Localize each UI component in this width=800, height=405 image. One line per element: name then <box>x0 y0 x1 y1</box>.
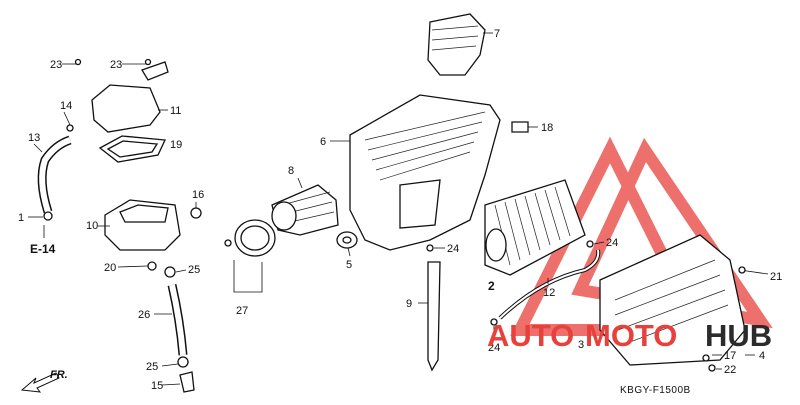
part-11-breather-cover <box>91 61 169 133</box>
callout: 10 <box>86 220 98 232</box>
callout: 15 <box>151 380 163 392</box>
callout: 24 <box>488 342 500 354</box>
part-7-cap <box>427 13 493 76</box>
callout: 7 <box>494 28 500 40</box>
watermark-text-right: HUB <box>705 318 772 353</box>
callout: 26 <box>138 309 150 321</box>
callout: 24 <box>447 243 459 255</box>
callout: 6 <box>320 136 326 148</box>
callout: 27 <box>236 305 248 317</box>
callout: 2 <box>488 279 495 293</box>
callout: 14 <box>60 100 72 112</box>
watermark-text: AUTO MOTO HUB <box>487 318 772 353</box>
callout: 17 <box>724 350 736 362</box>
callout: 20 <box>104 262 116 274</box>
callout: 12 <box>543 287 555 299</box>
callout: 8 <box>288 165 294 177</box>
callout: 21 <box>770 271 782 283</box>
front-direction-arrow: FR. <box>20 369 68 393</box>
callout: 18 <box>541 122 553 134</box>
callout: 5 <box>346 259 352 271</box>
leader-lines <box>28 63 722 386</box>
part-2-filter-element <box>484 179 586 276</box>
callout: 23 <box>50 59 62 71</box>
part-18-bolt <box>511 121 538 133</box>
part-8-connecting-tube <box>271 184 339 236</box>
callout: 9 <box>406 298 412 310</box>
reference-code: KBGY-F1500B <box>620 385 691 396</box>
part-12-tube <box>498 249 601 320</box>
callout: 11 <box>170 105 181 117</box>
direction-label: FR. <box>50 369 68 381</box>
part-26-tube <box>167 283 188 356</box>
watermark-text-mid: MOTO <box>585 318 677 353</box>
part-9-drain-tube <box>418 261 441 372</box>
part-5-grommet <box>336 231 358 249</box>
callout: 4 <box>759 350 765 362</box>
part-3-cover <box>599 234 755 366</box>
section-ref: E-14 <box>30 242 56 256</box>
callout: 23 <box>110 59 122 71</box>
callout: 16 <box>192 189 204 201</box>
callout: 1 <box>18 212 24 224</box>
part-19-gasket <box>98 135 166 163</box>
part-10-breather-housing <box>104 199 181 251</box>
part-6-air-cleaner-case <box>330 94 501 251</box>
part-27-clamp <box>233 219 276 293</box>
callout: 25 <box>146 361 158 373</box>
callout: 22 <box>724 364 736 376</box>
callout-labels: 1 2 3 4 5 6 7 8 9 10 11 12 13 14 15 16 1… <box>18 28 782 392</box>
callout: 19 <box>170 139 182 151</box>
watermark-text-left: AUTO <box>487 318 574 353</box>
callout: 24 <box>606 237 618 249</box>
callout: 13 <box>28 132 40 144</box>
callout: 3 <box>578 339 584 351</box>
callout: 25 <box>188 264 200 276</box>
part-13-tube <box>37 135 72 214</box>
part-21-bolt <box>738 266 769 275</box>
